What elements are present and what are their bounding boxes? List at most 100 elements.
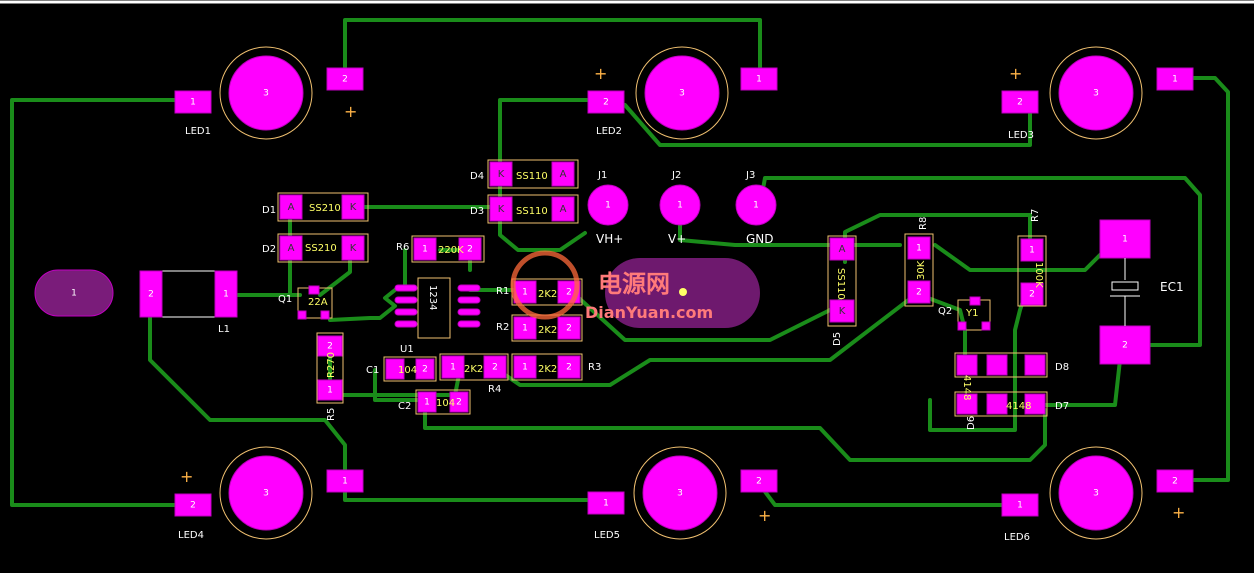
watermark-en: DianYuan.com <box>585 303 713 322</box>
diode-designator: D7 <box>1055 401 1069 412</box>
resistor-pin-label: 2 <box>916 288 922 298</box>
resistor-outline <box>316 332 344 404</box>
ic-pin <box>457 308 481 316</box>
capacitor-ec1: 1 2 EC1 <box>1099 219 1184 365</box>
resistor-designator: R6 <box>396 242 409 253</box>
diode-d5: A K SS110 D5 <box>827 235 857 346</box>
led-pin-pad <box>1156 469 1194 493</box>
diode-pad <box>956 354 978 376</box>
resistor-pad <box>513 316 537 340</box>
led-big-pad <box>1058 55 1134 131</box>
resistor-outline <box>439 353 509 381</box>
resistor-pad <box>317 335 343 357</box>
diode-pad <box>986 393 1008 415</box>
resistor-value: 2K2 <box>538 289 557 300</box>
led-designator: LED2 <box>596 126 622 137</box>
resistor-pad <box>483 355 507 379</box>
diode-designator: D4 <box>470 171 484 182</box>
led-pin-label: 2 <box>1017 98 1023 108</box>
diode-pad <box>1024 393 1046 415</box>
capacitor-pad <box>449 391 469 413</box>
diode-pin-label: K <box>498 169 505 180</box>
resistor-outline <box>1017 235 1047 307</box>
diode-pad <box>551 196 575 222</box>
resistor-designator: R3 <box>588 362 601 373</box>
inductor-pad <box>139 270 163 318</box>
capacitor-pin-label: 2 <box>1122 341 1128 351</box>
led-pin-label: 1 <box>603 499 609 509</box>
diode-pad <box>279 194 303 220</box>
diode-pad <box>829 237 855 261</box>
capacitor-pin-label: 1 <box>424 398 430 408</box>
polarity-mark: + <box>758 506 771 525</box>
ic-designator: U1 <box>400 344 414 355</box>
diode-pin-label: A <box>560 204 567 215</box>
led-designator: LED5 <box>594 530 620 541</box>
led-pin-pad <box>326 67 364 91</box>
resistor-pin-label: 1 <box>916 244 922 254</box>
resistor-pin-label: 2 <box>467 245 473 255</box>
resistor-designator: R5 <box>326 408 337 421</box>
led-pin-pad <box>587 491 625 515</box>
led-pin-label: 2 <box>603 98 609 108</box>
led-big-pad-label: 3 <box>679 89 685 99</box>
diode-designator: D3 <box>470 206 484 217</box>
resistor-designator: R1 <box>496 286 509 297</box>
trace-d7-ec1 <box>1038 358 1122 407</box>
trace-u1-left <box>328 288 397 322</box>
diode-pin-label: K <box>350 202 357 213</box>
connector-pad <box>659 184 701 226</box>
connector-pin-label: 1 <box>753 201 759 211</box>
diode-value: SS210 <box>309 203 341 214</box>
watermark: 电源网 DianYuan.com <box>510 250 760 328</box>
resistor-pin-label: 2 <box>492 363 498 373</box>
led-pin-label: 2 <box>1172 477 1178 487</box>
inductor-pad <box>214 270 238 318</box>
resistor-value: 30K <box>916 260 927 280</box>
resistor-pin-label: 2 <box>566 363 572 373</box>
capacitor-value: 104 <box>436 398 455 409</box>
led-pin-pad <box>1001 493 1039 517</box>
trace-led2-led3 <box>623 98 1032 147</box>
ic-outline <box>417 277 451 339</box>
diode-pad <box>341 194 365 220</box>
resistor-pin-label: 2 <box>1029 290 1035 300</box>
diode-d1: A K SS210 D1 <box>262 192 369 222</box>
resistor-pad <box>1020 238 1044 262</box>
led-big-pad-label: 3 <box>677 489 683 499</box>
oval-pad <box>34 269 114 317</box>
diode-outline <box>487 194 579 224</box>
trace-l1-led5 <box>148 298 347 482</box>
led-pin-label: 1 <box>1017 501 1023 511</box>
led-big-pad-label: 3 <box>263 489 269 499</box>
led-big-pad-label: 3 <box>1093 489 1099 499</box>
led-pin-label: 2 <box>756 477 762 487</box>
trace-r8-q2 <box>918 293 967 362</box>
ic-pin <box>394 296 418 304</box>
diode-designator: D2 <box>262 244 276 255</box>
diode-outline <box>827 235 857 327</box>
diode-pad <box>1024 354 1046 376</box>
led-pin-pad <box>1156 67 1194 91</box>
watermark-cn: 电源网 <box>598 270 670 298</box>
oval-pad-left: 1 <box>34 269 114 317</box>
diode-pin-label: K <box>839 306 846 317</box>
connector-designator: J2 <box>671 170 681 181</box>
trace-c1-c2 <box>373 368 422 402</box>
capacitor-pad <box>417 391 437 413</box>
resistor-value: 220K <box>438 245 464 256</box>
transistor-designator: Q2 <box>938 306 952 317</box>
ic-value: 1234 <box>427 285 438 310</box>
capacitor-value: 104 <box>398 365 417 376</box>
led-pin-label: 2 <box>190 501 196 511</box>
resistor-pad <box>458 237 482 261</box>
inductor-pin-label: 2 <box>148 290 154 300</box>
trace-top-loop <box>343 18 762 80</box>
oval-pad-label: 1 <box>71 289 77 299</box>
capacitor-pad <box>1099 325 1151 365</box>
connector-pad <box>587 184 629 226</box>
led-pin-pad <box>740 67 778 91</box>
resistor-pin-label: 2 <box>566 288 572 298</box>
diode-pin-label: K <box>498 204 505 215</box>
